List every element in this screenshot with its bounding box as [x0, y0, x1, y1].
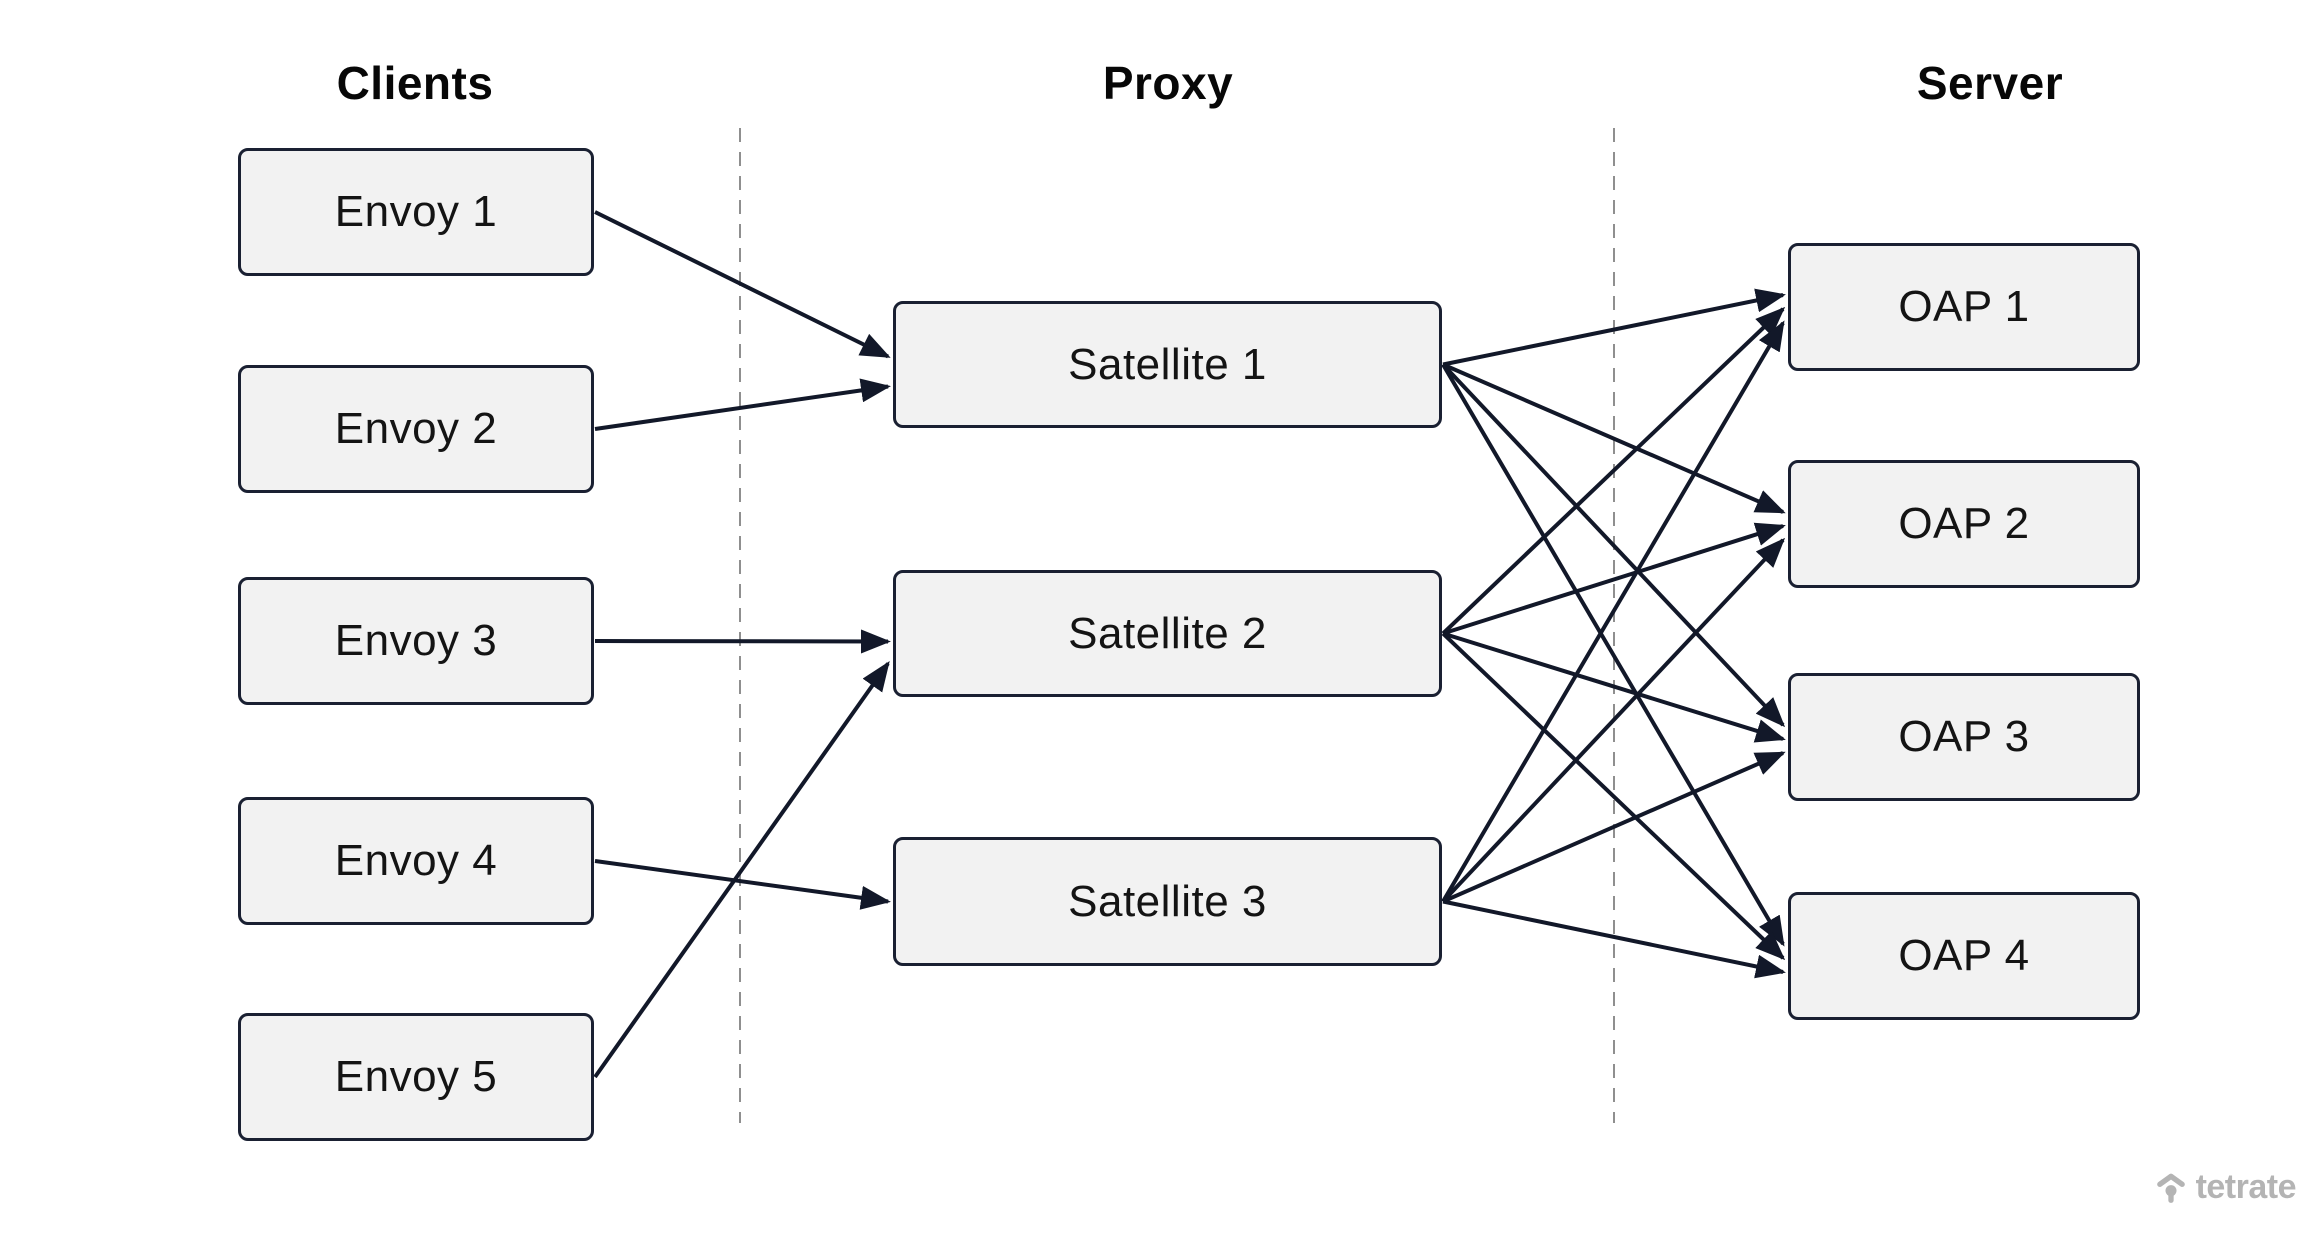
node-label: OAP 3 — [1898, 712, 2030, 761]
node-envoy-1: Envoy 1 — [238, 148, 594, 276]
edge-satellite2-to-oap2 — [1442, 522, 1786, 636]
node-label: Envoy 2 — [334, 404, 498, 453]
node-envoy-3: Envoy 3 — [238, 577, 594, 705]
edge-envoy1-to-satellite1 — [594, 210, 891, 359]
node-envoy-5: Envoy 5 — [238, 1013, 594, 1141]
edge-envoy5-to-satellite2 — [593, 661, 890, 1079]
node-satellite-1: Satellite 1 — [893, 301, 1442, 428]
node-oap-4: OAP 4 — [1788, 892, 2140, 1020]
edge-envoy3-to-satellite2 — [594, 629, 891, 654]
node-label: Envoy 5 — [334, 1052, 498, 1101]
edge-satellite1-to-oap2 — [1442, 362, 1786, 514]
edge-satellite2-to-oap4 — [1441, 632, 1786, 961]
edge-satellite2-to-oap3 — [1442, 631, 1786, 743]
edge-satellite1-to-oap4 — [1441, 363, 1785, 947]
edge-satellite3-to-oap4 — [1442, 899, 1786, 979]
edge-envoy4-to-satellite3 — [594, 859, 891, 910]
edge-envoy2-to-satellite1 — [594, 378, 891, 431]
node-label: Envoy 1 — [334, 187, 498, 236]
tetrate-logo: tetrate — [2154, 1168, 2297, 1207]
node-label: Satellite 2 — [1068, 608, 1267, 658]
edge-satellite2-to-oap1 — [1441, 306, 1786, 635]
node-envoy-4: Envoy 4 — [238, 797, 594, 925]
edge-satellite3-to-oap2 — [1441, 537, 1786, 903]
node-envoy-2: Envoy 2 — [238, 365, 594, 493]
edge-satellite1-to-oap3 — [1441, 363, 1786, 728]
node-satellite-3: Satellite 3 — [893, 837, 1442, 966]
node-oap-1: OAP 1 — [1788, 243, 2140, 371]
tetrate-wordmark: tetrate — [2195, 1168, 2297, 1206]
node-satellite-2: Satellite 2 — [893, 570, 1442, 697]
edge-satellite3-to-oap3 — [1442, 751, 1786, 904]
node-oap-2: OAP 2 — [1788, 460, 2140, 588]
node-label: Envoy 3 — [334, 616, 498, 665]
column-header-server: Server — [1916, 57, 2064, 109]
node-label: Satellite 1 — [1068, 339, 1267, 389]
node-label: OAP 4 — [1898, 931, 2030, 980]
column-header-clients: Clients — [336, 57, 494, 109]
column-header-proxy: Proxy — [1102, 57, 1234, 109]
node-label: OAP 1 — [1898, 282, 2030, 331]
tetrate-icon — [2156, 1173, 2185, 1203]
node-label: Envoy 4 — [334, 836, 498, 885]
node-label: Satellite 3 — [1068, 876, 1267, 926]
edge-satellite3-to-oap1 — [1441, 320, 1785, 903]
edge-satellite1-to-oap1 — [1442, 288, 1786, 367]
node-label: OAP 2 — [1898, 499, 2030, 548]
node-oap-3: OAP 3 — [1788, 673, 2140, 801]
